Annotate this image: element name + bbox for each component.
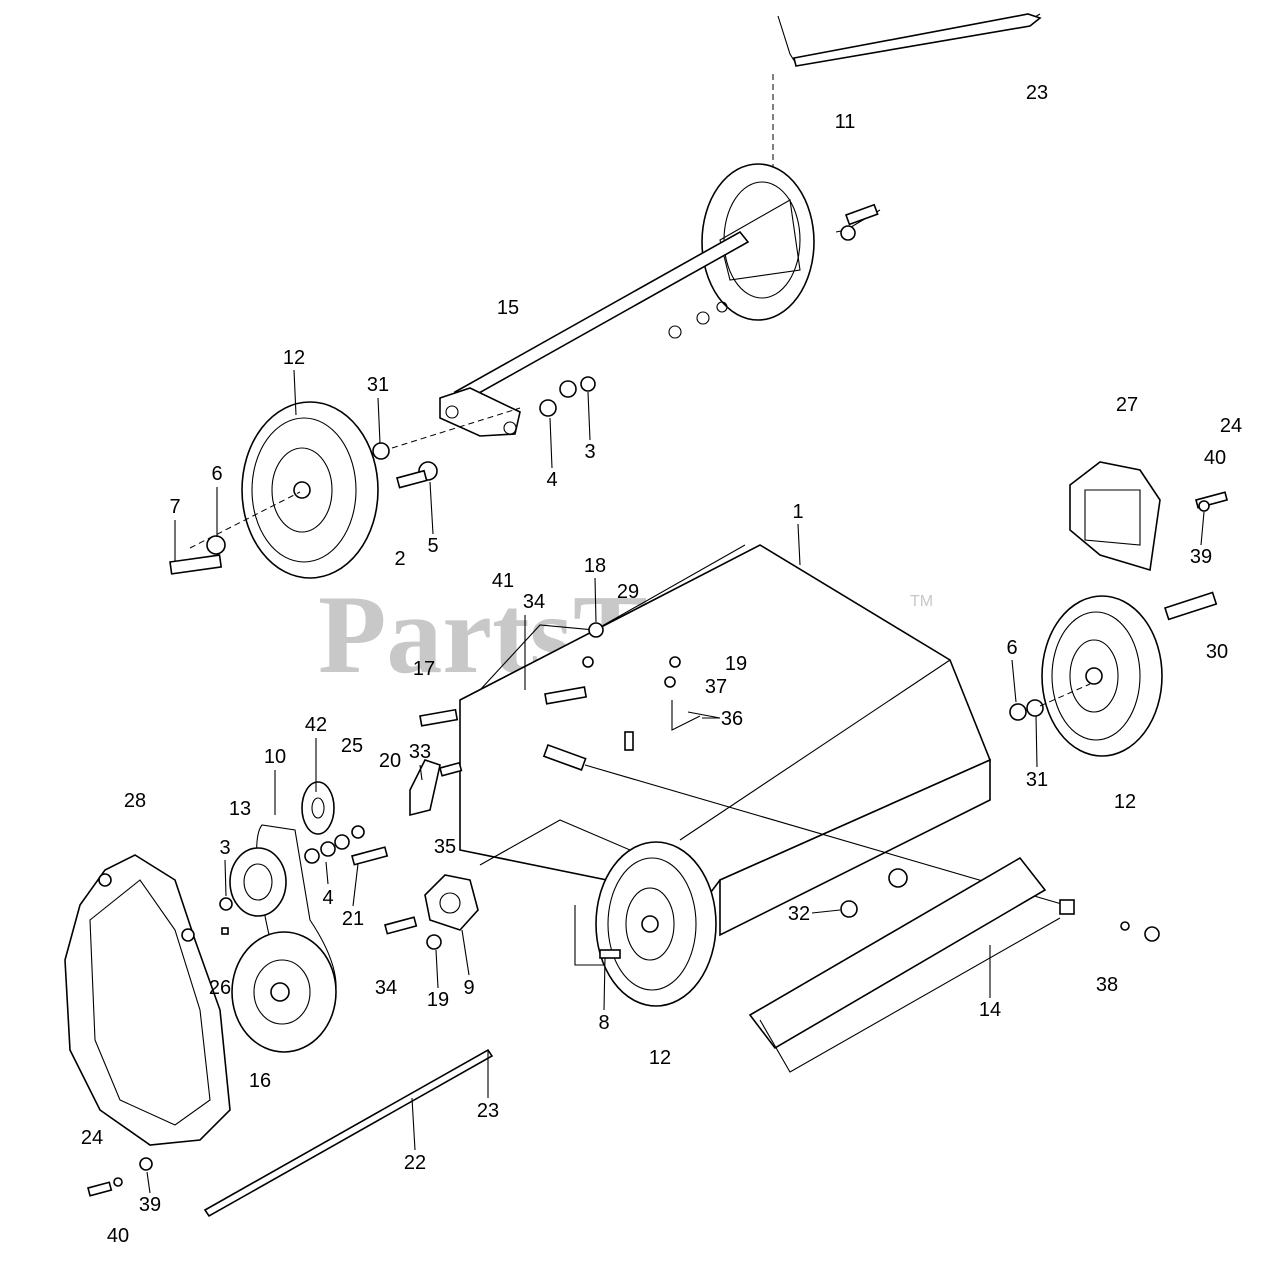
axle-hardware [372, 376, 596, 489]
callout-38: 38 [1096, 974, 1118, 996]
callout-39-right: 39 [1190, 546, 1212, 568]
callout-12-upper-left: 12 [283, 347, 305, 369]
lower-rod [203, 1048, 494, 1218]
callout-6-right: 6 [1006, 637, 1017, 659]
callout-28: 28 [124, 790, 146, 812]
callout-5: 5 [427, 535, 438, 557]
callout-42: 42 [305, 714, 327, 736]
callout-3-upper: 3 [584, 441, 595, 463]
callout-35: 35 [434, 836, 456, 858]
callout-17: 17 [413, 658, 435, 680]
watermark-trademark: TM [910, 593, 933, 610]
callout-23-upper: 23 [1026, 82, 1048, 104]
callout-9: 9 [463, 977, 474, 999]
callout-39-left: 39 [139, 1194, 161, 1216]
callout-15: 15 [497, 297, 519, 319]
callout-19-upper: 19 [725, 653, 747, 675]
callout-13: 13 [229, 798, 251, 820]
callout-30: 30 [1206, 641, 1228, 663]
callout-26: 26 [209, 977, 231, 999]
callout-3-lower: 3 [219, 837, 230, 859]
axle [391, 230, 750, 449]
leader-lines [146, 369, 1205, 1194]
wheel-right [1009, 591, 1218, 757]
callout-12-right: 12 [1114, 791, 1136, 813]
callout-20: 20 [379, 750, 401, 772]
cover-small [1069, 461, 1229, 572]
callout-41: 41 [492, 570, 514, 592]
belt-guard [64, 854, 231, 1197]
callout-24-right: 24 [1220, 415, 1242, 437]
callout-11: 11 [835, 111, 856, 133]
callout-4-lower: 4 [322, 887, 333, 909]
callout-37: 37 [705, 676, 727, 698]
callout-34-upper: 34 [523, 591, 545, 613]
callout-21: 21 [342, 908, 364, 930]
callout-labels: 1 2 3 3 4 4 5 6 6 7 8 9 10 11 12 12 12 1… [81, 82, 1242, 1247]
callout-14: 14 [979, 999, 1001, 1021]
callout-1: 1 [792, 501, 803, 523]
wheel-upper-left [169, 401, 379, 579]
callout-34-lower: 34 [375, 977, 397, 999]
callout-10: 10 [264, 746, 286, 768]
callout-16: 16 [249, 1070, 271, 1092]
callout-6-left: 6 [211, 463, 222, 485]
callout-31-upper: 31 [367, 374, 389, 396]
callout-22: 22 [404, 1152, 426, 1174]
callout-40-left: 40 [107, 1225, 129, 1247]
upper-wheel-bracket [668, 163, 881, 339]
callout-19-lower: 19 [427, 989, 449, 1011]
belt-drive [219, 781, 337, 1053]
callout-36: 36 [721, 708, 743, 730]
callout-25: 25 [341, 735, 363, 757]
pulley-hardware [304, 825, 479, 950]
callout-31-right: 31 [1026, 769, 1048, 791]
callout-18: 18 [584, 555, 606, 577]
callout-33: 33 [409, 741, 431, 763]
callout-23-lower: 23 [477, 1100, 499, 1122]
callout-4-upper: 4 [546, 469, 557, 491]
callout-27: 27 [1116, 394, 1138, 416]
callout-32: 32 [788, 903, 810, 925]
rear-roller [748, 856, 1061, 1073]
callout-29: 29 [617, 581, 639, 603]
handle-rod [772, 13, 1042, 180]
callout-24-left: 24 [81, 1127, 103, 1149]
callout-2: 2 [394, 548, 405, 570]
callout-8: 8 [598, 1012, 609, 1034]
callout-12-lower: 12 [649, 1047, 671, 1069]
wheel-lower-front [574, 841, 717, 1007]
callout-40-right: 40 [1204, 447, 1226, 469]
callout-7: 7 [169, 496, 180, 518]
